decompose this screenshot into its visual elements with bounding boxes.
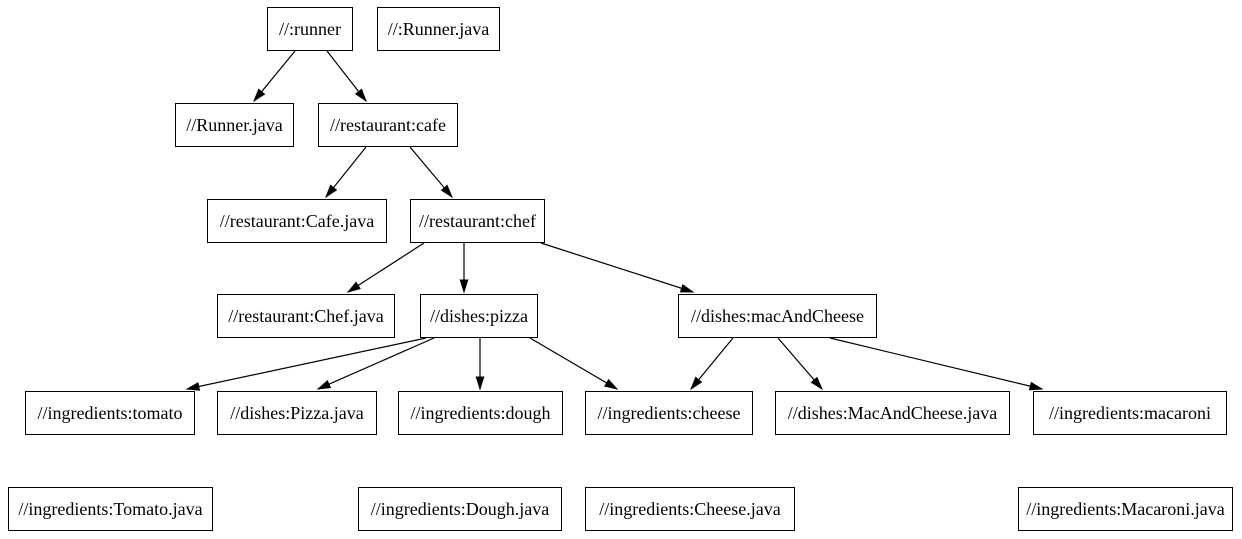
- edge-mac-and-cheese-to-mac-and-cheese-java: [777, 337, 823, 391]
- node-tomato-java: //ingredients:Tomato.java: [8, 487, 213, 531]
- node-root-runner-java: //:Runner.java: [377, 7, 500, 51]
- node-cheese: //ingredients:cheese: [585, 391, 753, 435]
- edge-pizza-to-pizza-java: [316, 337, 435, 390]
- node-macaroni: //ingredients:macaroni: [1033, 391, 1227, 435]
- node-root-runner: //:runner: [267, 7, 353, 51]
- edge-chef-to-mac-and-cheese: [540, 242, 695, 293]
- node-cafe-java: //restaurant:Cafe.java: [207, 199, 387, 243]
- node-dough: //ingredients:dough: [398, 391, 563, 435]
- node-mac-and-cheese: //dishes:macAndCheese: [678, 294, 877, 338]
- edge-cafe-to-chef: [409, 146, 453, 199]
- node-cafe: //restaurant:cafe: [318, 103, 458, 147]
- node-runner-java: //Runner.java: [175, 103, 294, 147]
- node-dough-java: //ingredients:Dough.java: [358, 487, 562, 531]
- node-macaroni-java: //ingredients:Macaroni.java: [1018, 487, 1233, 531]
- edge-chef-to-chef-java: [346, 242, 425, 293]
- node-mac-and-cheese-java: //dishes:MacAndCheese.java: [775, 391, 1010, 435]
- node-cheese-java: //ingredients:Cheese.java: [585, 487, 795, 531]
- node-pizza: //dishes:pizza: [420, 294, 538, 338]
- edge-pizza-to-tomato: [185, 337, 427, 391]
- node-chef-java: //restaurant:Chef.java: [217, 294, 395, 338]
- edge-mac-and-cheese-to-cheese: [690, 337, 734, 391]
- node-chef: //restaurant:chef: [410, 199, 545, 243]
- edge-cafe-to-cafe-java: [325, 146, 367, 199]
- edge-root-runner-to-runner-java: [253, 50, 296, 103]
- edge-mac-and-cheese-to-macaroni: [829, 337, 1044, 391]
- node-tomato: //ingredients:tomato: [25, 391, 195, 435]
- node-pizza-java: //dishes:Pizza.java: [217, 391, 377, 435]
- edge-root-runner-to-cafe: [326, 50, 367, 103]
- edge-pizza-to-cheese: [529, 337, 619, 390]
